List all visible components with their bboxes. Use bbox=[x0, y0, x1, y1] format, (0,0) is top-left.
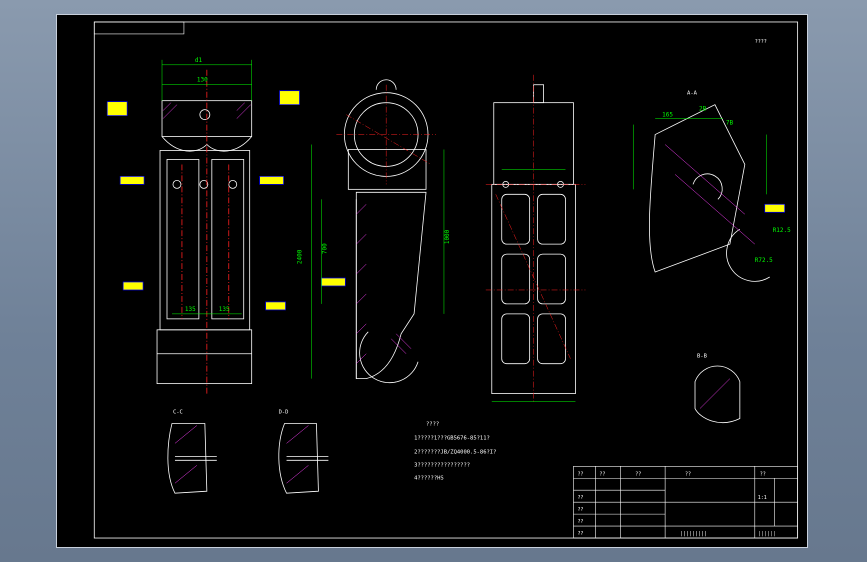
front-view-hatching bbox=[162, 102, 251, 119]
plan-view-dimensions bbox=[491, 169, 576, 402]
note-line-1: 1?????1???GB5676-85?11? bbox=[414, 435, 490, 441]
dim-front-3: 135 bbox=[185, 306, 196, 313]
detail-view[interactable] bbox=[649, 104, 770, 282]
section-dd-view[interactable] bbox=[278, 423, 329, 494]
tb-label-6: ?? bbox=[577, 507, 583, 513]
dim-side-2: 1000 bbox=[444, 229, 451, 244]
dim-side-0: 2400 bbox=[296, 249, 303, 264]
front-view-dimensions bbox=[161, 59, 252, 315]
detail-view-leaders bbox=[664, 144, 755, 245]
tb-designation: ||||||||| bbox=[680, 531, 707, 537]
tb-sheet: |||||| bbox=[758, 531, 776, 537]
annotation-boxes[interactable] bbox=[106, 90, 786, 311]
section-label-cc: C-C bbox=[173, 410, 183, 416]
section-bb-hatching bbox=[699, 378, 731, 409]
tb-scale: 1:1 bbox=[758, 495, 767, 501]
tb-label-3: ?? bbox=[685, 471, 691, 477]
corner-box bbox=[93, 21, 185, 35]
tb-label-4: ?? bbox=[760, 471, 766, 477]
dim-front-0: d1 bbox=[195, 57, 203, 64]
cad-drawing: ???? d1 130 135 135 bbox=[93, 21, 799, 539]
tb-label-1: ?? bbox=[599, 471, 605, 477]
dim-right-3: R72.5 bbox=[755, 257, 773, 264]
front-view[interactable] bbox=[156, 69, 253, 394]
side-view[interactable] bbox=[343, 79, 429, 384]
section-cc-hatching bbox=[174, 425, 198, 484]
side-view-centerlines bbox=[336, 84, 436, 185]
note-heading: ???? bbox=[426, 421, 439, 427]
section-dd-hatching bbox=[286, 425, 309, 484]
dim-side-1: 700 bbox=[321, 243, 328, 254]
tb-label-0: ?? bbox=[577, 471, 583, 477]
plan-view-centerlines bbox=[485, 74, 586, 404]
tb-label-2: ?? bbox=[635, 471, 641, 477]
tb-label-5: ?? bbox=[577, 495, 583, 501]
side-view-dimensions bbox=[311, 144, 445, 379]
side-view-hatching bbox=[356, 204, 412, 364]
dim-right-2: 7B bbox=[726, 120, 734, 127]
detail-view-dimensions bbox=[632, 118, 767, 195]
section-label-bb: B-B bbox=[697, 354, 708, 360]
cad-viewport[interactable]: ???? d1 130 135 135 bbox=[56, 14, 808, 548]
dim-front-1: 130 bbox=[197, 77, 208, 84]
note-line-2: 2???????JB/ZQ4000.5-86?I? bbox=[414, 449, 496, 455]
dim-right-0: 165 bbox=[662, 112, 673, 119]
note-line-4: 4??????HS bbox=[414, 475, 444, 481]
dim-right-1: 2B bbox=[699, 106, 707, 113]
section-label-dd: D-D bbox=[279, 410, 289, 416]
corner-label: ???? bbox=[755, 39, 767, 45]
tb-label-8: ?? bbox=[577, 531, 583, 537]
section-bb-view[interactable] bbox=[694, 365, 741, 423]
note-line-3: 3???????????????? bbox=[414, 462, 470, 468]
section-label-aa: A-A bbox=[687, 91, 698, 97]
drawing-border bbox=[93, 21, 799, 539]
dim-right-4: R12.5 bbox=[773, 227, 791, 234]
technical-notes: ???? 1?????1???GB5676-85?11? 2???????JB/… bbox=[414, 421, 496, 481]
section-cc-view[interactable] bbox=[167, 423, 217, 494]
tb-label-7: ?? bbox=[577, 519, 583, 525]
title-block[interactable] bbox=[573, 466, 798, 539]
dim-front-4: 135 bbox=[219, 306, 230, 313]
